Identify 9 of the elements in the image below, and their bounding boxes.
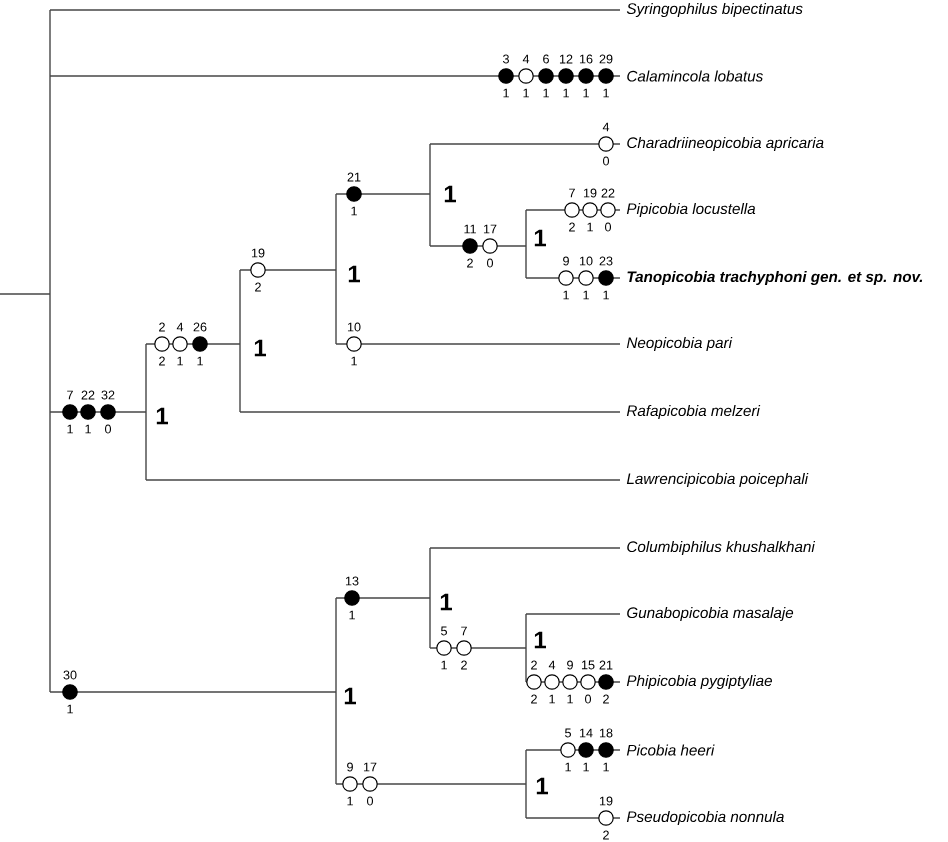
support-value: 1 — [534, 631, 546, 649]
support-value: 1 — [444, 185, 456, 203]
support-value: 1 — [348, 265, 360, 283]
support-value: 1 — [344, 687, 356, 705]
support-value: 1 — [534, 229, 546, 247]
support-value: 1 — [254, 339, 266, 357]
support-value: 1 — [536, 777, 548, 795]
support-value: 1 — [440, 593, 452, 611]
support-value: 1 — [156, 407, 168, 425]
